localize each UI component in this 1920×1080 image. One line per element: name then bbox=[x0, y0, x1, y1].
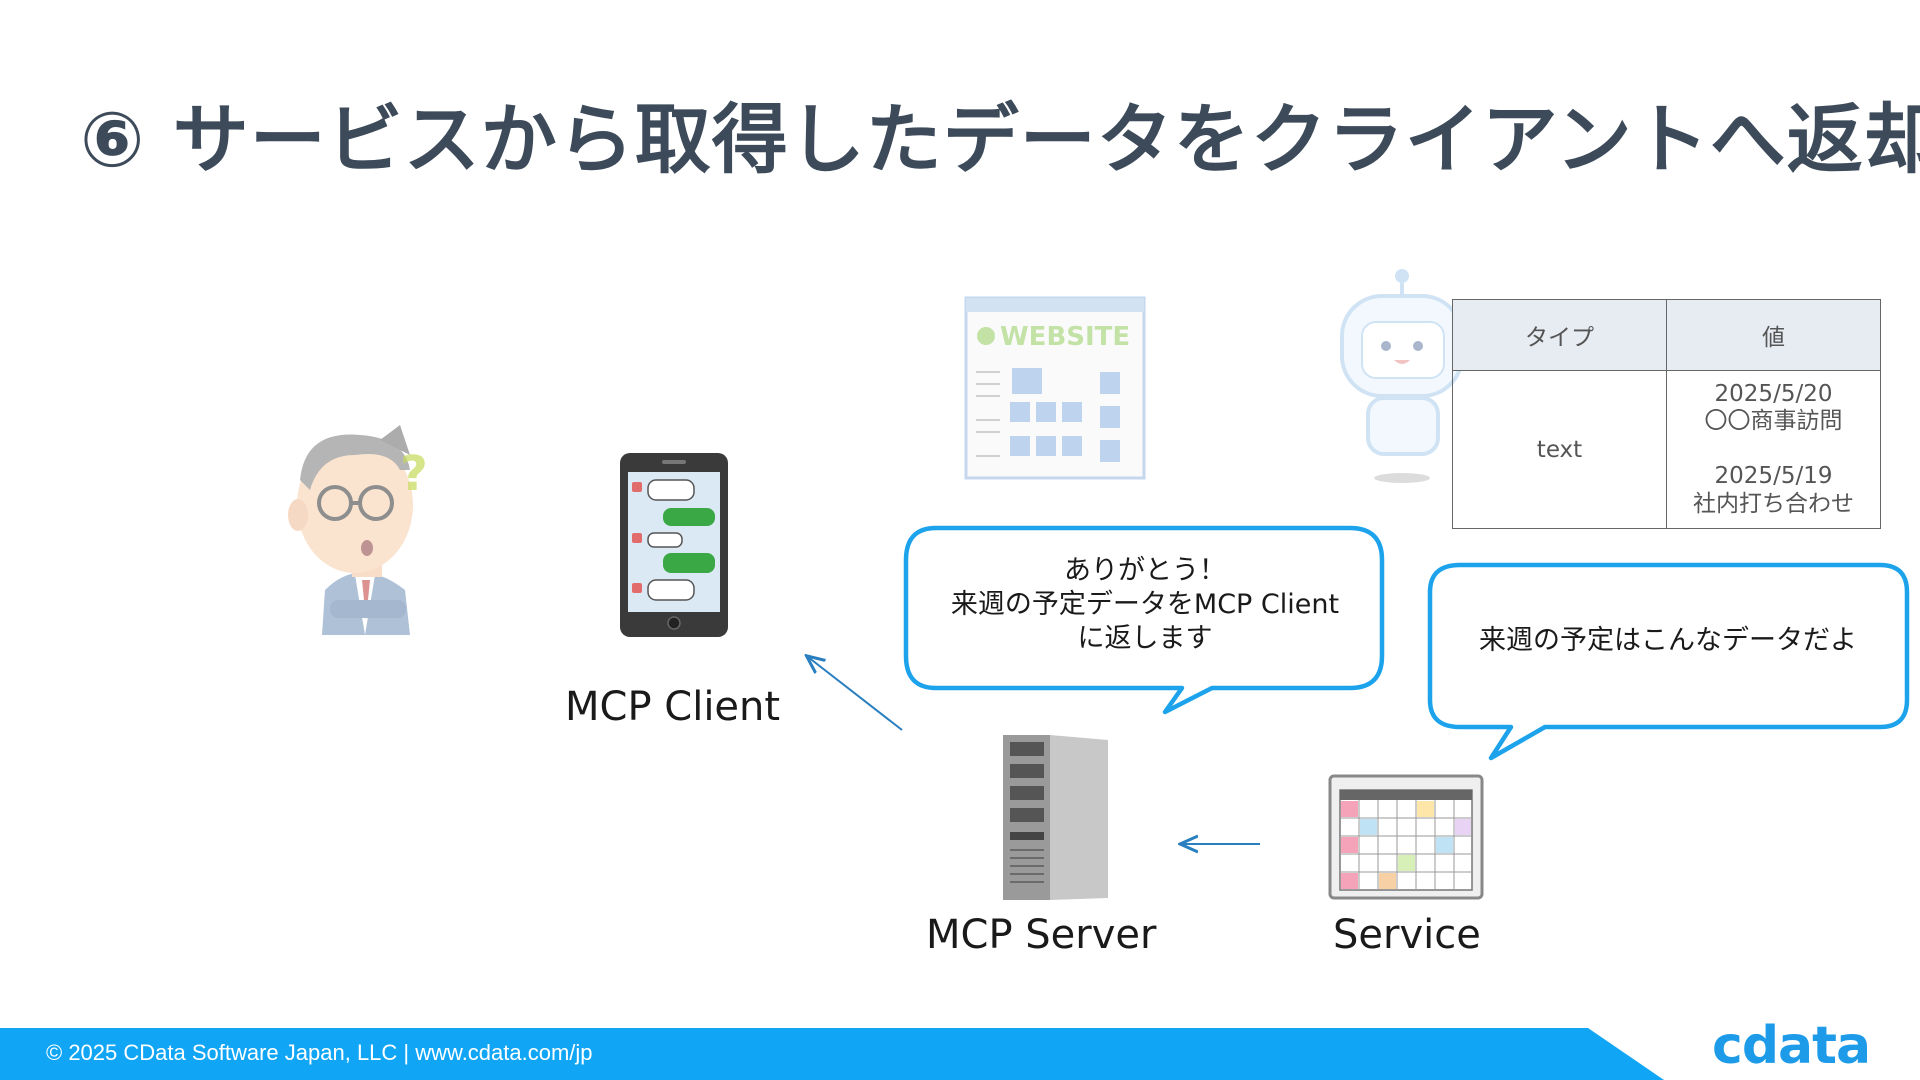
footer-bar bbox=[0, 1028, 1664, 1080]
svg-text:WEBSITE: WEBSITE bbox=[1000, 322, 1130, 352]
website-illustration: WEBSITE bbox=[964, 296, 1146, 480]
server-bubble-line: ありがとう！ bbox=[1064, 555, 1226, 586]
value-line: 2025/5/19 bbox=[1714, 463, 1833, 490]
server-bubble-text: ありがとう！ 来週の予定データをMCP Client に返します bbox=[910, 554, 1380, 655]
cell-type: text bbox=[1452, 370, 1667, 529]
table-row: text 2025/5/20 〇〇商事訪問 2025/5/19 社内打ち合わせ bbox=[1452, 370, 1881, 529]
footer-copyright: © 2025 CData Software Japan, LLC | www.c… bbox=[46, 1040, 593, 1065]
value-line: 社内打ち合わせ bbox=[1693, 490, 1854, 517]
smartphone-illustration bbox=[620, 453, 728, 637]
server-speech-bubble bbox=[903, 525, 1385, 715]
service-speech-bubble bbox=[1427, 562, 1910, 761]
service-label: Service bbox=[1333, 912, 1481, 958]
table-header-row: タイプ 値 bbox=[1452, 299, 1881, 371]
page-title: ⑥ サービスから取得したデータをクライアントへ返却 bbox=[80, 95, 1920, 184]
mcp-server-label: MCP Server bbox=[926, 912, 1157, 958]
arrow-server-to-client bbox=[808, 657, 903, 731]
server-bubble-line: 来週の予定データをMCP Client bbox=[950, 588, 1340, 620]
header-value: 値 bbox=[1666, 299, 1881, 371]
value-line: 〇〇商事訪問 bbox=[1704, 408, 1843, 435]
service-calendar-illustration bbox=[1328, 774, 1484, 900]
server-tower-illustration bbox=[1003, 735, 1108, 900]
cell-value: 2025/5/20 〇〇商事訪問 2025/5/19 社内打ち合わせ bbox=[1666, 370, 1881, 529]
service-bubble-text: 来週の予定はこんなデータだよ bbox=[1479, 625, 1857, 656]
schedule-data-table: タイプ 値 text 2025/5/20 〇〇商事訪問 2025/5/19 社内… bbox=[1452, 299, 1881, 529]
mcp-client-label: MCP Client bbox=[565, 684, 781, 730]
value-line bbox=[1667, 436, 1880, 464]
value-line: 2025/5/20 bbox=[1714, 380, 1833, 407]
robot-illustration bbox=[1340, 269, 1464, 483]
question-mark-icon: ? bbox=[400, 446, 428, 502]
server-bubble-line: に返します bbox=[1077, 622, 1213, 654]
header-type: タイプ bbox=[1452, 299, 1667, 371]
cdata-logo: cdata bbox=[1712, 1016, 1871, 1076]
confused-man-illustration bbox=[288, 425, 413, 635]
